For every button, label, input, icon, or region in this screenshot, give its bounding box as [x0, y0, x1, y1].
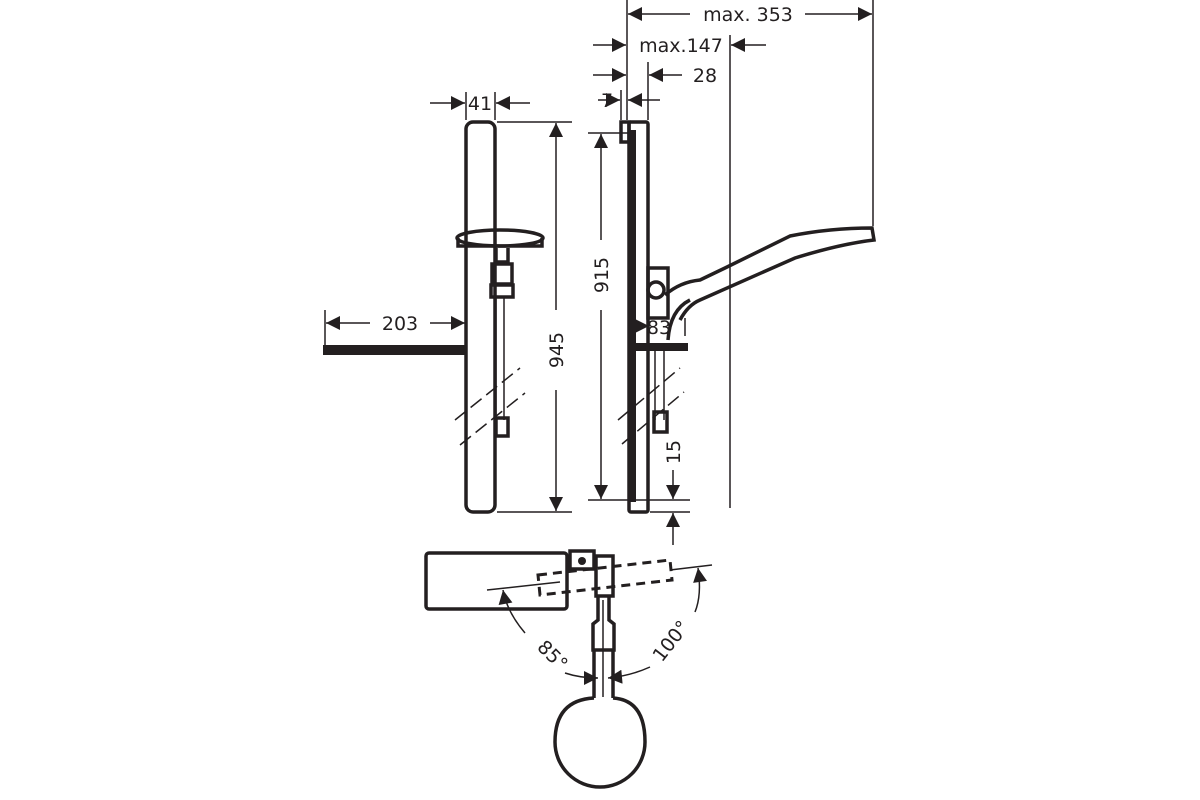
- hose-side: [654, 351, 665, 420]
- hose-connector: [494, 416, 510, 438]
- dim-rail-center-height: 915: [591, 257, 613, 293]
- rotated-holder-dashed: [536, 558, 674, 597]
- rail-section: [594, 554, 615, 598]
- dim-wall-offset: 7: [601, 90, 613, 112]
- shelf-top: [424, 551, 569, 611]
- angle-right: 100°: [649, 617, 695, 667]
- dim-rail-width: 41: [468, 93, 492, 115]
- rail-profile: [628, 130, 636, 502]
- shower-head-top: [553, 696, 647, 789]
- rail: [464, 120, 497, 514]
- shower-head-base: [456, 238, 544, 248]
- holder-pivot: [646, 280, 666, 300]
- dim-holder-projection: 83: [647, 317, 671, 339]
- break-lines: [454, 367, 526, 446]
- wall-bracket-top: [619, 120, 631, 144]
- shelf-side: [628, 343, 688, 351]
- hose-curve: [666, 298, 691, 341]
- shelf: [323, 345, 466, 355]
- clamp: [568, 549, 596, 571]
- dim-max-reach: max. 353: [703, 4, 793, 26]
- hand-shower: [663, 226, 877, 321]
- clamp-screw: [578, 557, 586, 565]
- dim-shelf-width: 203: [382, 313, 418, 335]
- overhead-shower-head: [455, 228, 545, 248]
- dim-max-projection: max.147: [639, 35, 723, 57]
- angle-left: 85°: [533, 636, 572, 675]
- holder: [489, 248, 515, 299]
- hose: [495, 297, 505, 420]
- dim-bottom-offset: 15: [663, 440, 685, 464]
- dim-rail-depth: 28: [693, 65, 717, 87]
- front-view: 41 203 945: [323, 92, 572, 514]
- side-view: max. 353 max.147 28 7 915 83 15: [588, 0, 877, 545]
- dim-rail-height: 945: [546, 332, 568, 368]
- side-break-lines: [617, 367, 685, 445]
- top-view: 85° 100°: [424, 549, 713, 789]
